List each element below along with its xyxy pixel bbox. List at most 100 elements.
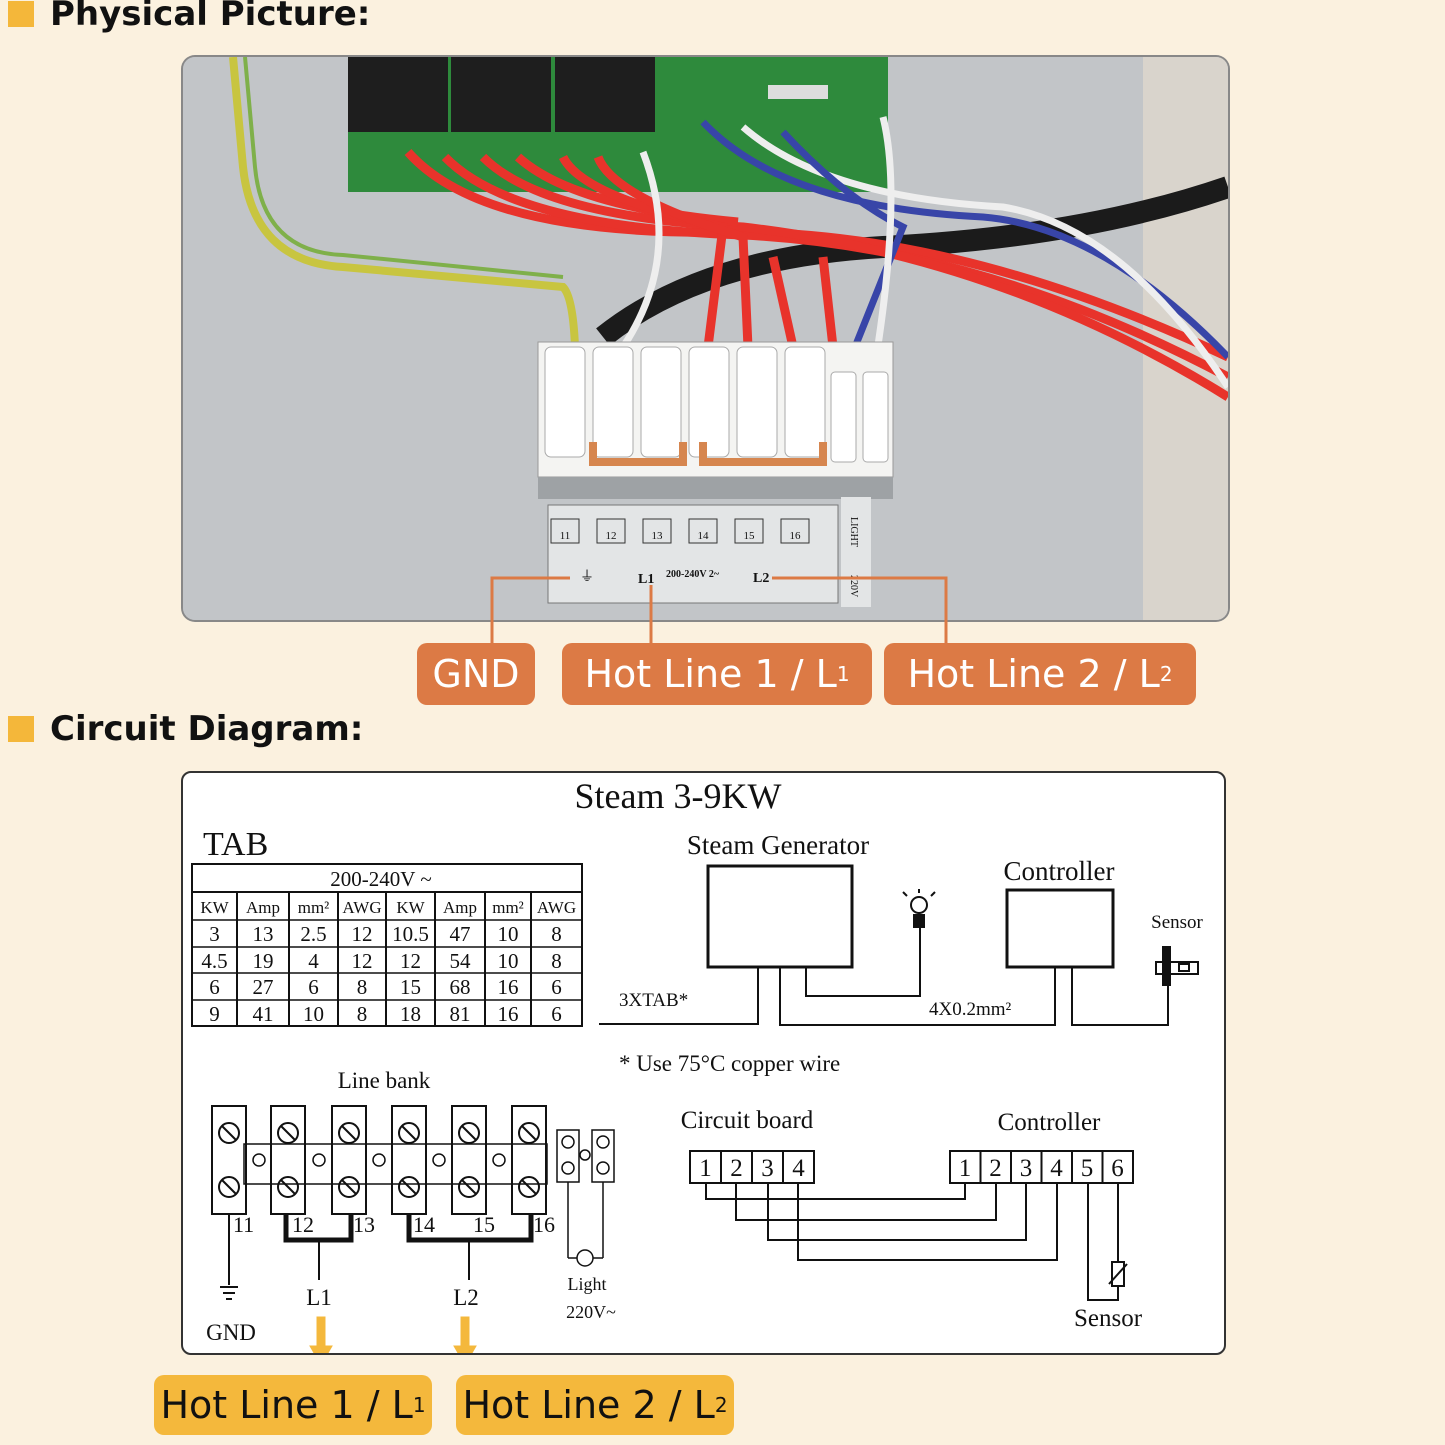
relay-2 [451,57,551,132]
terminal-screw [218,1122,240,1144]
controller-pin-label: 5 [1081,1155,1094,1182]
table-cell: 27 [253,975,274,999]
board-pin-box [689,1150,722,1184]
table-header-cell: Amp [246,898,280,917]
sensor-icon [1155,946,1199,986]
plate-terminal-box [642,518,672,544]
controller-pins-label: Controller [998,1109,1101,1136]
terminal-screw-slot [221,1179,237,1195]
circuit-diagram-title: Circuit Diagram: [50,709,364,749]
table-cell: 47 [450,922,471,946]
bank-rivet [372,1153,386,1167]
plate-terminal-box [734,518,764,544]
light-label: Light [568,1274,607,1294]
plate-ground-icon: ⏚ [580,569,594,585]
terminal-screw [277,1122,299,1144]
table-cell: 41 [253,1002,274,1026]
table-header-cell: Amp [443,898,477,917]
table-cell: 13 [253,922,274,946]
terminal-screw-slot [461,1179,477,1195]
heading-bullet [8,716,34,742]
terminal-screw-slot [401,1179,417,1195]
table-cell: 9 [209,1002,220,1026]
board-pin-label: 1 [699,1155,712,1182]
terminal-screw-slot [461,1125,477,1141]
table-cell: 18 [400,1002,421,1026]
terminal-screw-slot [341,1179,357,1195]
plate-terminal-box [550,518,580,544]
table-header-cell: AWG [342,898,381,917]
table-cell: 12 [352,922,373,946]
gnd-label: GND [206,1320,256,1345]
table-cell: 6 [308,975,319,999]
terminal-screw [398,1176,420,1198]
board-pin-label: 2 [730,1155,743,1182]
relay-1 [348,57,448,132]
controller-pin-box [1101,1150,1134,1184]
label-plate [547,504,839,604]
terminal-screw [338,1176,360,1198]
line-bank-label: Line bank [338,1068,431,1093]
board-pin-label: 3 [761,1155,774,1182]
table-header-cell: KW [200,898,229,917]
table-cell: 81 [450,1002,471,1026]
circuit-board-label: Circuit board [681,1107,814,1134]
terminal-screw-slot [221,1125,237,1141]
terminal-number-label: 16 [533,1212,555,1237]
terminal-screw-slot [341,1125,357,1141]
table-cell: 8 [357,975,368,999]
table-cell: 3 [209,922,220,946]
cable-3xtab-label: 3XTAB* [619,990,688,1011]
tab-label: TAB [203,826,268,863]
table-cell: 68 [450,975,471,999]
table-cell: 6 [551,1002,562,1026]
controller-label: Controller [1004,856,1115,886]
plate-terminal-box [688,518,718,544]
table-header-cell: mm² [298,898,330,917]
controller-pin-box [949,1150,982,1184]
controller-pin-label: 4 [1050,1155,1063,1182]
plate-voltage: 200-240V 2~ [666,569,720,580]
physical-picture-title: Physical Picture: [50,0,371,34]
heading-bullet [8,1,34,27]
table-cell: 8 [357,1002,368,1026]
circuit-diagram-heading: Circuit Diagram: [8,707,363,751]
cable-4x-label: 4X0.2mm² [929,999,1012,1020]
terminal-screw-slot [521,1125,537,1141]
board-pin-box [751,1150,784,1184]
table-cell: 10 [303,1002,324,1026]
sensor-pins-label: Sensor [1074,1305,1143,1332]
bank-rivet [492,1153,506,1167]
diagram-title: Steam 3-9KW [575,776,782,816]
table-cell: 16 [498,1002,519,1026]
terminal-screw [458,1122,480,1144]
plate-terminal-label: 16 [790,530,802,542]
plate-terminal-label: 13 [652,530,664,542]
plate-l1: L1 [638,572,654,587]
plate-light-voltage: 220V [848,575,859,598]
plate-terminal-label: 11 [560,530,571,542]
plate-light: LIGHT [848,517,859,547]
terminal-screw [518,1176,540,1198]
plate-terminal-label: 12 [606,530,617,542]
table-cell: 8 [551,922,562,946]
steam-generator-label: Steam Generator [687,830,869,860]
table-cell: 10.5 [392,922,429,946]
terminal-screw [518,1122,540,1144]
table-cell: 4.5 [201,949,227,973]
light-bulb-icon [902,889,936,928]
gnd-leader [490,576,570,643]
controller-pin-label: 3 [1020,1155,1033,1182]
table-cell: 19 [253,949,274,973]
table-header-cell: mm² [492,898,524,917]
down-arrows [309,1316,477,1366]
sensor-label: Sensor [1151,912,1203,933]
l2-label: L2 [453,1285,479,1310]
table-cell: 10 [498,922,519,946]
controller-box [1005,888,1115,969]
